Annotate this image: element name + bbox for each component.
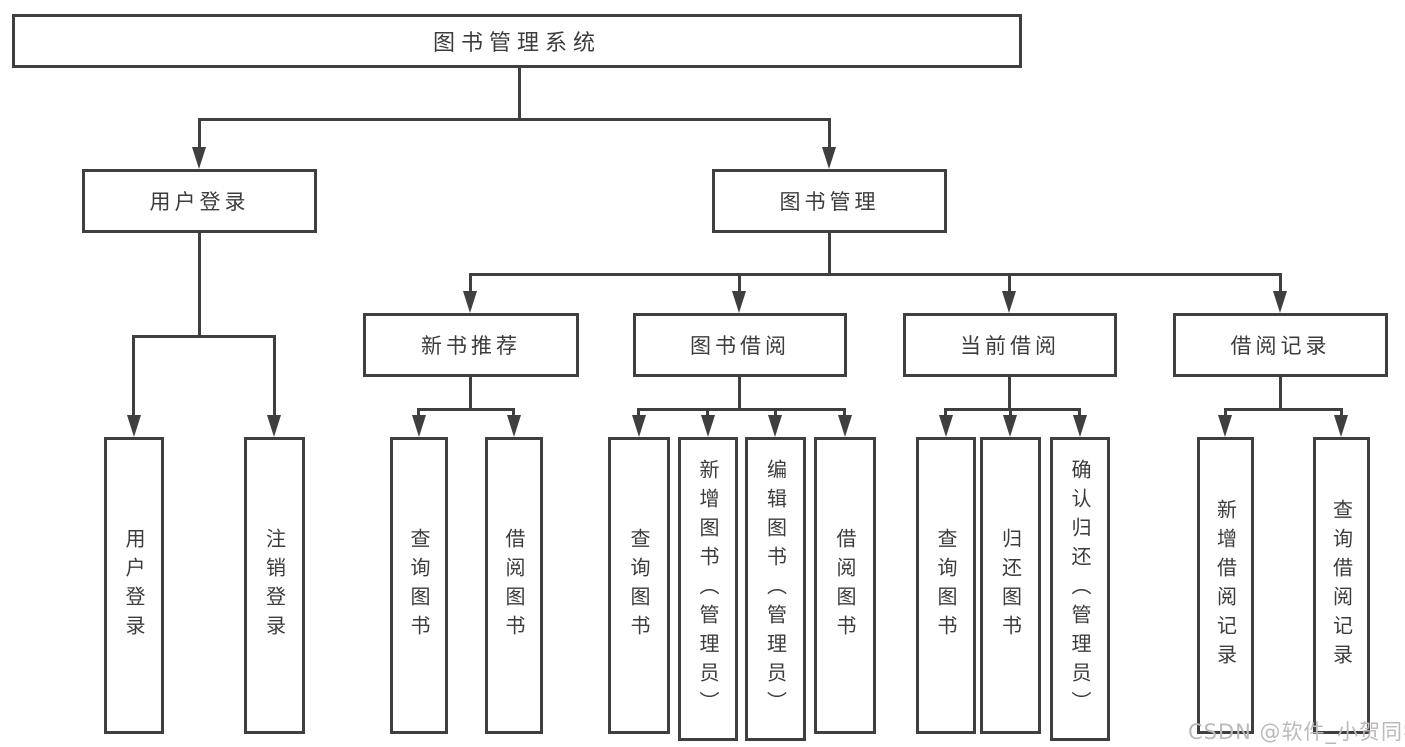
connector-line	[1009, 408, 1012, 418]
node-label: 查询图书	[627, 527, 651, 644]
arrowhead-down-icon	[1218, 415, 1232, 437]
arrowhead-down-icon	[732, 291, 746, 313]
arrowhead-down-icon	[632, 415, 646, 437]
node-label: 查询图书	[407, 527, 431, 644]
node-borrowing-records: 借阅记录	[1173, 313, 1388, 377]
connector-line	[1008, 273, 1011, 294]
node-label: 借阅图书	[502, 527, 526, 644]
connector-line	[417, 408, 420, 418]
connector-line	[944, 408, 947, 418]
connector-line	[637, 408, 640, 418]
connector-line	[469, 273, 1282, 276]
node-label: 图书借阅	[690, 334, 790, 358]
connector-line	[1224, 408, 1343, 411]
node-label: 新书推荐	[421, 334, 521, 358]
leaf-confirm-return-admin: 确认归还（管理员）	[1050, 437, 1110, 741]
node-label: 归还图书	[998, 527, 1023, 644]
connector-line	[1279, 377, 1282, 411]
leaf-borrow-books-2: 借阅图书	[814, 437, 876, 734]
node-label: 新增图书（管理员）	[696, 458, 720, 720]
arrowhead-down-icon	[838, 415, 852, 437]
connector-line	[828, 118, 831, 150]
leaf-borrow-books-1: 借阅图书	[485, 437, 543, 734]
leaf-query-borrow-record: 查询借阅记录	[1313, 437, 1370, 734]
connector-line	[738, 377, 741, 411]
node-book-borrowing: 图书借阅	[633, 313, 847, 377]
node-book-management: 图书管理	[712, 169, 947, 233]
node-label: 注销登录	[262, 527, 287, 644]
node-label: 查询图书	[934, 527, 958, 644]
connector-line	[774, 408, 777, 418]
node-user-login: 用户登录	[82, 169, 317, 233]
connector-line	[469, 273, 472, 294]
connector-line	[1224, 408, 1227, 418]
arrowhead-down-icon	[1003, 415, 1017, 437]
arrowhead-down-icon	[267, 415, 281, 437]
leaf-return-books: 归还图书	[980, 437, 1041, 734]
connector-line	[469, 377, 472, 411]
arrowhead-down-icon	[701, 415, 715, 437]
node-label: 新增借阅记录	[1213, 498, 1238, 673]
connector-line	[706, 408, 709, 418]
connector-line	[738, 273, 741, 294]
node-label: 图书管理系统	[432, 31, 601, 56]
arrowhead-down-icon	[127, 415, 141, 437]
connector-line	[132, 335, 135, 420]
node-label: 编辑图书（管理员）	[763, 458, 788, 720]
arrowhead-down-icon	[768, 415, 782, 437]
arrowhead-down-icon	[1002, 291, 1016, 313]
node-label: 用户登录	[149, 190, 250, 214]
node-label: 确认归还（管理员）	[1068, 458, 1092, 720]
leaf-query-books-3: 查询图书	[916, 437, 976, 734]
arrowhead-down-icon	[412, 415, 426, 437]
arrowhead-down-icon	[822, 147, 836, 169]
arrowhead-down-icon	[939, 415, 953, 437]
leaf-user-login: 用户登录	[104, 437, 164, 734]
leaf-query-books-2: 查询图书	[608, 437, 670, 734]
node-label: 借阅记录	[1230, 334, 1331, 358]
connector-line	[512, 408, 515, 418]
leaf-add-books-admin: 新增图书（管理员）	[678, 437, 738, 741]
connector-line	[417, 408, 515, 411]
node-new-book-recommend: 新书推荐	[363, 313, 579, 377]
node-label: 借阅图书	[833, 527, 857, 644]
connector-line	[198, 233, 201, 338]
leaf-logout: 注销登录	[244, 437, 305, 734]
node-label: 当前借阅	[960, 334, 1060, 358]
connector-line	[944, 408, 1081, 411]
connector-line	[132, 335, 276, 338]
node-label: 图书管理	[779, 190, 880, 214]
leaf-add-borrow-record: 新增借阅记录	[1197, 437, 1254, 734]
connector-line	[1078, 408, 1081, 418]
node-label: 用户登录	[122, 527, 146, 644]
node-library-management-system: 图书管理系统	[12, 14, 1022, 68]
connector-line	[198, 118, 201, 150]
arrowhead-down-icon	[507, 415, 521, 437]
leaf-edit-books-admin: 编辑图书（管理员）	[745, 437, 806, 741]
arrowhead-down-icon	[1073, 415, 1087, 437]
arrowhead-down-icon	[463, 291, 477, 313]
connector-line	[843, 408, 846, 418]
connector-line	[198, 118, 831, 121]
connector-line	[828, 233, 831, 276]
connector-line	[1340, 408, 1343, 418]
connector-line	[518, 68, 521, 121]
connector-line	[273, 335, 276, 420]
connector-line	[637, 408, 846, 411]
node-label: 查询借阅记录	[1329, 498, 1354, 673]
arrowhead-down-icon	[1334, 415, 1348, 437]
csdn-watermark: CSDN @软件_小贺同学	[1188, 720, 1405, 744]
arrowhead-down-icon	[192, 147, 206, 169]
connector-line	[1279, 273, 1282, 294]
connector-line	[1008, 377, 1011, 411]
leaf-query-books-1: 查询图书	[390, 437, 448, 734]
node-current-borrowing: 当前借阅	[903, 313, 1117, 377]
arrowhead-down-icon	[1273, 291, 1287, 313]
